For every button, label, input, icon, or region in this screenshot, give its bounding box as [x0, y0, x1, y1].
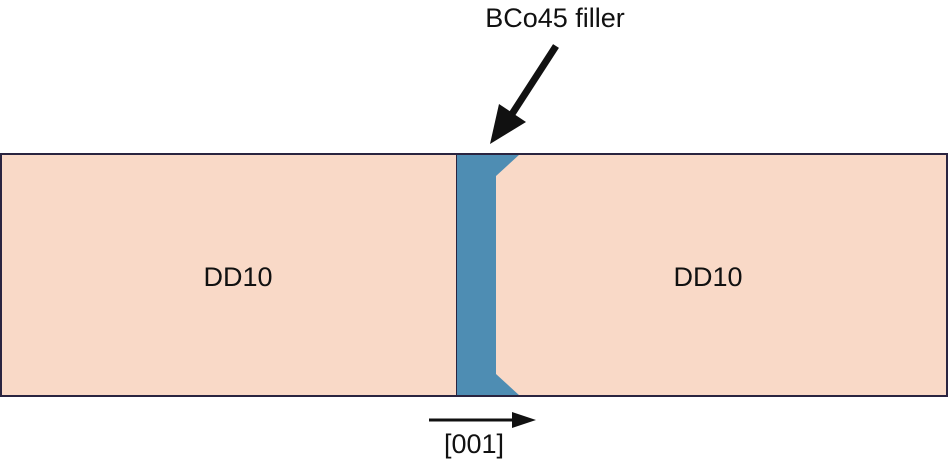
direction-arrow: [429, 412, 536, 428]
filler-region: [457, 154, 520, 396]
left-block-label: DD10: [203, 262, 272, 292]
left-base-metal-block: [0, 153, 458, 397]
filler-label: BCo45 filler: [485, 3, 625, 33]
direction-label: [001]: [444, 429, 504, 459]
right-base-metal-block: [456, 153, 948, 397]
right-block-label: DD10: [673, 262, 742, 292]
filler-pointer-arrow: [490, 44, 559, 144]
